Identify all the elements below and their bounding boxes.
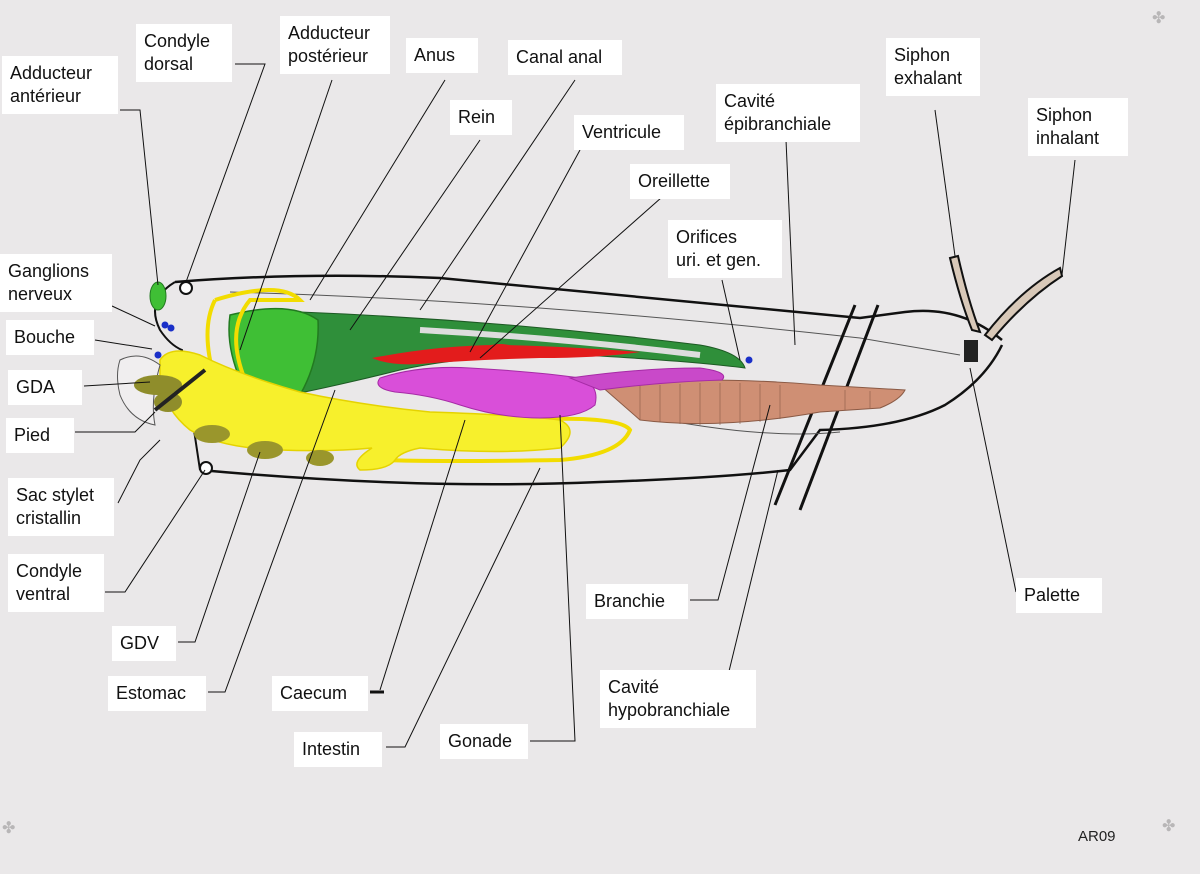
- label-bouche: Bouche: [6, 320, 94, 355]
- label-branchie: Branchie: [586, 584, 688, 619]
- gdv-gland-1: [194, 425, 230, 443]
- label-adducteur-anterieur: Adducteur antérieur: [2, 56, 118, 114]
- ganglion-1: [161, 321, 169, 329]
- label-caecum: Caecum: [272, 676, 368, 711]
- label-palette: Palette: [1016, 578, 1102, 613]
- gdv-gland-2: [247, 441, 283, 459]
- label-canal-anal: Canal anal: [508, 40, 622, 75]
- label-estomac: Estomac: [108, 676, 206, 711]
- shell-ventral-edge: [199, 344, 1004, 486]
- gonad: [377, 366, 597, 419]
- palette: [964, 340, 978, 362]
- scan-speck-bottom-right: ✤: [1162, 816, 1176, 835]
- label-orifices: Orifices uri. et gen.: [668, 220, 782, 278]
- ganglion-2: [167, 324, 175, 332]
- anterior-adductor: [149, 281, 167, 311]
- leader-lines: [75, 63, 1076, 748]
- label-intestin: Intestin: [294, 732, 382, 767]
- label-gdv: GDV: [112, 626, 176, 661]
- label-siphon-inhalant: Siphon inhalant: [1028, 98, 1128, 156]
- author-signature: AR09: [1078, 828, 1116, 845]
- siphon-inhalant: [983, 266, 1064, 342]
- gill: [598, 379, 906, 425]
- label-condyle-dorsal: Condyle dorsal: [136, 24, 232, 82]
- ganglion-4: [745, 356, 753, 364]
- kidney-canal: [419, 327, 701, 358]
- label-ganglions-nerveux: Ganglions nerveux: [0, 254, 112, 312]
- gonad-tail: [568, 367, 725, 391]
- shell-dorsal-edge: [174, 274, 1003, 341]
- mantle-line: [229, 291, 961, 356]
- label-sac-stylet: Sac stylet cristallin: [8, 478, 114, 536]
- label-oreillette: Oreillette: [630, 164, 730, 199]
- dorsal-condyle: [179, 281, 193, 295]
- label-ventricule: Ventricule: [574, 115, 684, 150]
- label-siphon-exhalant: Siphon exhalant: [886, 38, 980, 96]
- label-cavite-epibranchiale: Cavité épibranchiale: [716, 84, 860, 142]
- gdv-gland-3: [306, 450, 334, 466]
- gill-lamellae: [639, 383, 871, 425]
- crystalline-style: [153, 368, 207, 412]
- label-anus: Anus: [406, 38, 478, 73]
- label-condyle-ventral: Condyle ventral: [8, 554, 104, 612]
- siphon-exhalant: [948, 254, 982, 334]
- label-rein: Rein: [450, 100, 512, 135]
- label-gonade: Gonade: [440, 724, 528, 759]
- gda-gland: [134, 375, 182, 395]
- scan-speck-bottom-left: ✤: [2, 818, 16, 837]
- label-adducteur-posterieur: Adducteur postérieur: [280, 16, 390, 74]
- ganglion-3: [154, 351, 162, 359]
- label-cavite-hypobranchiale: Cavité hypobranchiale: [600, 670, 756, 728]
- label-gda: GDA: [8, 370, 82, 405]
- label-pied: Pied: [6, 418, 74, 453]
- scan-speck-top-right: ✤: [1152, 8, 1166, 27]
- ventral-condyle: [199, 461, 213, 475]
